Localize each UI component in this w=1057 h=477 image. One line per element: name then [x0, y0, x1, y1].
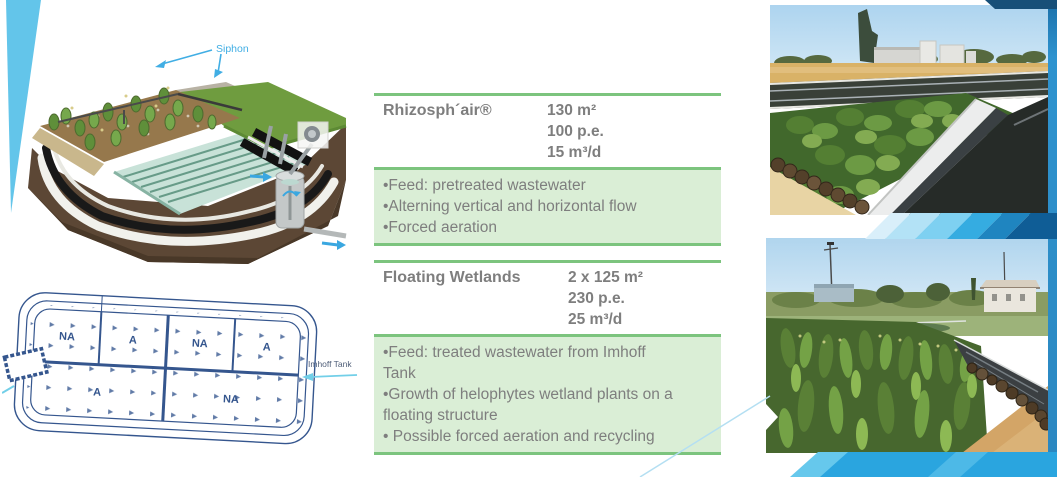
- decoration-diagonal-line: [639, 395, 778, 477]
- system-card-rhizosphair: Rhizosph´air® 130 m² 100 p.e. 15 m³/d •F…: [374, 93, 721, 246]
- features-box: •Feed: treated wastewater from Imhoff Ta…: [374, 334, 721, 455]
- inlet-structure: [2, 346, 49, 383]
- cell-label: A: [93, 386, 102, 398]
- feature-line: •Growth of helophytes wetland plants on …: [383, 386, 673, 403]
- system-specs: 2 x 125 m² 230 p.e. 25 m³/d: [568, 267, 643, 330]
- decoration-top-right: [985, 0, 1057, 9]
- spec-line: 25 m³/d: [568, 311, 623, 328]
- wetland-3d-diagram: Siphon: [28, 43, 347, 264]
- cell-label: NA: [59, 331, 76, 344]
- white-house: [980, 280, 1040, 312]
- adjacent-bed: [902, 97, 1048, 215]
- bed-wall: [867, 98, 1008, 215]
- system-card-floating-wetlands: Floating Wetlands 2 x 125 m² 230 p.e. 25…: [374, 260, 721, 455]
- spec-line: 100 p.e.: [547, 123, 604, 140]
- system-name: Rhizosph´air®: [383, 102, 492, 119]
- cell-labels: NA A NA A A NA: [59, 331, 271, 406]
- spec-line: 130 m²: [547, 102, 597, 119]
- features-box: •Feed: pretreated wastewater •Alterning …: [374, 167, 721, 246]
- system-name: Floating Wetlands: [383, 269, 521, 286]
- grass-mass: [766, 318, 988, 453]
- blower-box: [288, 121, 329, 176]
- cell-label: A: [262, 341, 271, 353]
- spec-line: 2 x 125 m²: [568, 269, 643, 286]
- photo-wetland-bed: [770, 5, 1048, 215]
- cell-label: A: [129, 334, 138, 346]
- rock-border: [770, 157, 870, 215]
- decoration-mid-band: [865, 213, 1057, 239]
- system-specs: 130 m² 100 p.e. 15 m³/d: [547, 100, 604, 163]
- cell-label: NA: [223, 393, 240, 406]
- outlet-pipe: [249, 172, 347, 250]
- siphon-pipe: [57, 92, 243, 124]
- decoration-left-sliver: [6, 0, 41, 213]
- green-rule: [374, 260, 721, 263]
- sand-foreground: [770, 167, 856, 215]
- outlet-line: [2, 385, 15, 394]
- feature-line: •Forced aeration: [383, 219, 497, 236]
- feature-line: •Alterning vertical and horizontal flow: [383, 198, 637, 215]
- imhoff-tank-label: Imhoff Tank: [308, 359, 352, 369]
- green-rule: [374, 93, 721, 96]
- siphon-tank: [275, 170, 305, 229]
- rock-row: [966, 362, 1048, 431]
- photo-floating-wetlands: [766, 238, 1048, 453]
- siphon-label: Siphon: [216, 43, 249, 55]
- feature-line: Tank: [383, 365, 416, 382]
- cell-label: NA: [192, 338, 209, 351]
- imhoff-callout: Imhoff Tank: [302, 359, 358, 381]
- feature-line: •Feed: treated wastewater from Imhoff: [383, 344, 646, 361]
- feature-line: •Feed: pretreated wastewater: [383, 177, 586, 194]
- spec-line: 15 m³/d: [547, 144, 602, 161]
- feature-line: floating structure: [383, 407, 498, 424]
- decoration-bottom-band: [790, 452, 1057, 477]
- spec-line: 230 p.e.: [568, 290, 625, 307]
- building: [874, 47, 926, 65]
- plants: [48, 86, 217, 151]
- left-building: [814, 284, 854, 302]
- pond-plan-drawing: NA A NA A A NA Imhoff Tank: [2, 292, 358, 445]
- siphon-callout: Siphon: [155, 43, 249, 78]
- tall-tree: [858, 9, 878, 63]
- feature-line: • Possible forced aeration and recycling: [383, 428, 655, 445]
